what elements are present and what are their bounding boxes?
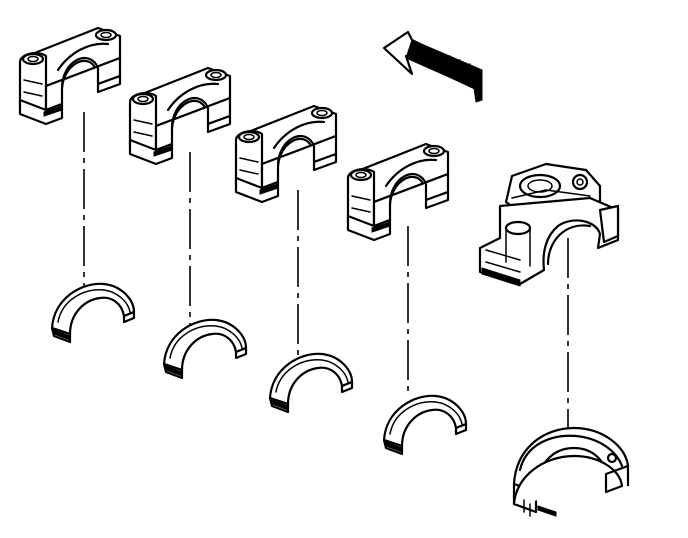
bearing-insert-4 (382, 394, 468, 456)
arrow-up-left-icon (382, 30, 483, 103)
bearing-cap-3 (234, 104, 338, 204)
bearing-cap-1 (18, 26, 122, 126)
bearing-insert-3 (268, 352, 354, 414)
thrust-bearing-insert-5 (512, 426, 630, 517)
bearing-insert-1 (50, 282, 136, 344)
bearing-insert-2 (162, 318, 248, 380)
bearing-cap-4 (346, 142, 450, 242)
bearing-cap-2 (128, 66, 232, 166)
rear-bearing-cap-5 (478, 162, 620, 287)
